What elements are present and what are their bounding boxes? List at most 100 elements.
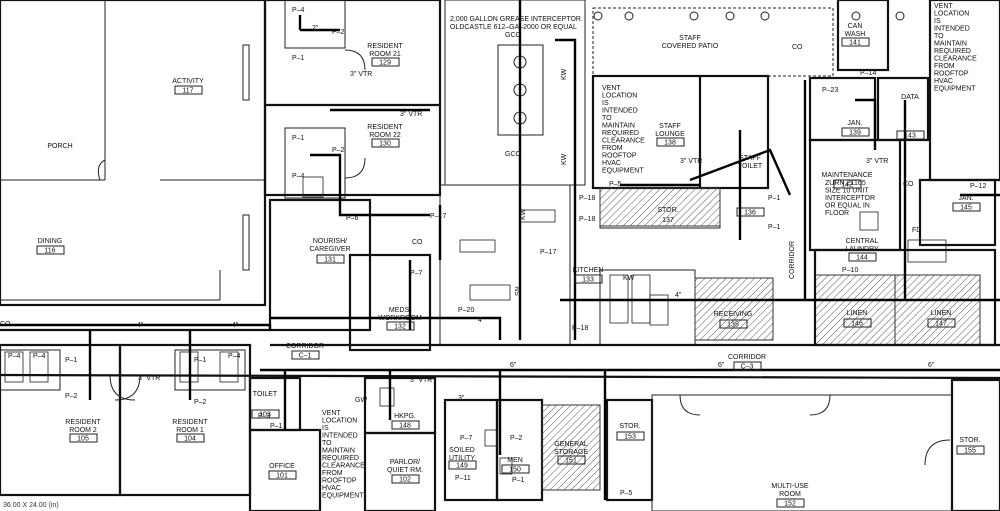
svg-text:CO: CO [903, 181, 914, 188]
svg-text:P–5: P–5 [609, 181, 622, 188]
room-number: 148 [399, 423, 411, 430]
room-activity: ACTIVITY 117 [172, 78, 204, 95]
room-name: MEDS/WORKROOM [378, 307, 422, 322]
svg-text:KW: KW [561, 68, 568, 80]
room-number: 103 [259, 412, 271, 419]
svg-text:P–5: P–5 [620, 490, 633, 497]
room-name: CORRIDOR [728, 354, 766, 361]
svg-text:P–20: P–20 [458, 307, 474, 314]
sheet-size-readout: 36.00 X 24.00 (in) [3, 502, 59, 509]
room-number: 132 [394, 324, 406, 331]
room-name: CORRIDOR [286, 343, 324, 350]
room-meds: MEDS/WORKROOM 132 [378, 307, 422, 331]
svg-text:KW: KW [520, 208, 527, 220]
svg-text:KW: KW [623, 275, 635, 282]
room-number: 138 [664, 140, 676, 147]
svg-text:P–2: P–2 [332, 147, 345, 154]
room-number: 129 [379, 60, 391, 67]
svg-text:4": 4" [478, 317, 485, 324]
svg-text:P–2: P–2 [65, 393, 78, 400]
interceptor-note-line1: 2,000 GALLON GREASE INTERCEPTOR. [450, 16, 583, 23]
room-name: NOURISH/CAREGIVER [309, 238, 350, 253]
room-number: C–3 [741, 364, 754, 371]
room-stor155: STOR.155 [956, 437, 985, 455]
room-name: STOR. [959, 437, 980, 444]
room-name: ACTIVITY [172, 78, 204, 85]
svg-text:P–1: P–1 [768, 224, 781, 231]
svg-text:3" VTR: 3" VTR [138, 375, 160, 382]
room-number: 139 [849, 130, 861, 137]
svg-text:3" VTR: 3" VTR [410, 377, 432, 384]
room-corr-c3: CORRIDOR C–3 [728, 354, 766, 371]
svg-text:P–2: P–2 [510, 435, 523, 442]
svg-text:FD: FD [912, 227, 921, 234]
svg-text:P–14: P–14 [860, 70, 876, 77]
room-number: 150 [509, 467, 521, 474]
room-jan139: JAN.139 [841, 120, 870, 137]
svg-text:P–1: P–1 [768, 195, 781, 202]
piping [0, 0, 1000, 500]
room-parlor: PARLOR/QUIET RM.102 [387, 459, 423, 484]
svg-text:6": 6" [928, 362, 935, 369]
svg-text:P–18: P–18 [579, 216, 595, 223]
svg-text:CO: CO [792, 44, 803, 51]
svg-text:P–4: P–4 [292, 173, 305, 180]
svg-text:6": 6" [718, 362, 725, 369]
svg-text:P–18: P–18 [579, 195, 595, 202]
room-hkpg: HKPG. 148 [391, 413, 420, 430]
room-name: LINEN [931, 310, 952, 317]
svg-text:P–12: P–12 [970, 183, 986, 190]
svg-text:P–11: P–11 [455, 475, 471, 482]
svg-text:P–7: P–7 [410, 270, 423, 277]
svg-text:2": 2" [312, 25, 319, 32]
room-name: JAN. [958, 195, 973, 202]
room-name: DATA [901, 94, 919, 101]
room-name: HKPG. [394, 413, 416, 420]
room-number: 151 [565, 458, 577, 465]
svg-text:P–4: P–4 [292, 7, 305, 14]
room-number: 143 [904, 133, 916, 140]
svg-text:3" VTR: 3" VTR [866, 158, 888, 165]
room-number: 142 [841, 182, 853, 189]
svg-text:GCO: GCO [505, 151, 522, 158]
svg-text:4": 4" [137, 322, 144, 329]
svg-text:P–1: P–1 [270, 423, 283, 430]
svg-text:CO: CO [412, 239, 423, 246]
room-number: 141 [849, 40, 861, 47]
room-name: PARLOR/QUIET RM. [387, 459, 423, 474]
room-number: 144 [856, 255, 868, 262]
svg-text:P–1: P–1 [194, 357, 207, 364]
room-number: 153 [624, 434, 636, 441]
svg-text:P–7: P–7 [460, 435, 473, 442]
room-number: 117 [182, 88, 193, 95]
svg-text:P–1: P–1 [512, 477, 525, 484]
svg-text:3" VTR: 3" VTR [350, 71, 372, 78]
room-number: 136 [744, 210, 756, 217]
room-corridor-w: CORRIDOR [789, 241, 796, 279]
